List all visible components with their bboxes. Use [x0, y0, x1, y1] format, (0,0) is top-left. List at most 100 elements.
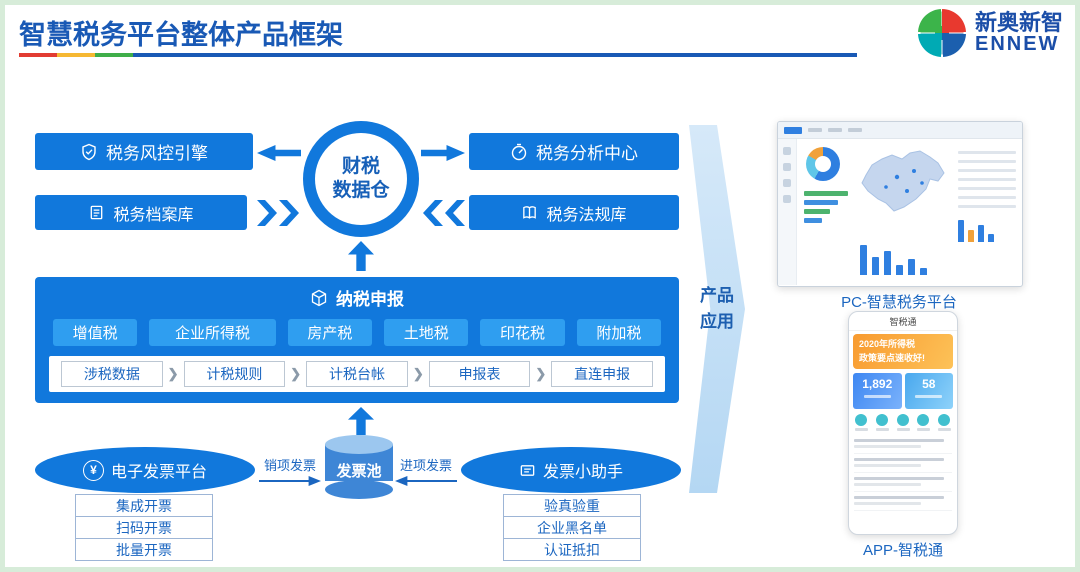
cube-icon — [311, 289, 327, 306]
pc-horizontal-bars — [804, 191, 848, 227]
application-label-line1: 产品 — [700, 286, 734, 305]
feature-blacklist: 企业黑名单 — [503, 516, 641, 539]
tax-types-row: 增值税 企业所得税 房产税 土地税 印花税 附加税 — [53, 319, 662, 346]
app-quick-actions — [855, 412, 951, 433]
app-action-icon — [855, 414, 868, 431]
book-icon — [523, 206, 537, 219]
arrow-up-to-warehouse — [348, 241, 374, 271]
tax-declaration-panel: 纳税申报 增值税 企业所得税 房产税 土地税 印花税 附加税 涉税数据 ❯ 计税… — [35, 277, 679, 403]
pc-donut-chart — [806, 147, 840, 181]
assistant-feature-list: 验真验重 企业黑名单 认证抵扣 — [503, 494, 641, 561]
china-map-graphic — [852, 147, 952, 221]
app-phone-screenshot: 智税通 2020年所得税 政策要点速收好! 1,892 58 — [848, 311, 958, 535]
flow-arrow-icon: ❯ — [535, 366, 547, 381]
arrow-inbound-to-pool — [395, 475, 457, 487]
shield-icon — [82, 143, 96, 160]
flow-arrow-icon: ❯ — [167, 366, 179, 381]
underline-green-segment — [95, 53, 133, 57]
logo-brand: ENNEW — [974, 33, 1060, 56]
chevron-left-icon — [423, 200, 443, 226]
pc-menu-placeholder — [808, 128, 822, 132]
tax-item-surcharge: 附加税 — [576, 319, 662, 346]
app-action-icon — [917, 414, 931, 431]
tax-item-corporate-income: 企业所得税 — [149, 319, 276, 346]
app-list-item — [854, 473, 952, 492]
pc-detail-panel — [958, 145, 1016, 242]
app-stat-label-placeholder — [863, 395, 891, 398]
data-warehouse-circle: 财税 数据仓 — [303, 121, 419, 237]
app-action-icon — [896, 414, 910, 431]
app-caption: APP-智税通 — [862, 542, 943, 559]
declaration-flow: 涉税数据 ❯ 计税规则 ❯ 计税台帐 ❯ 申报表 ❯ 直连申报 — [49, 356, 665, 392]
data-warehouse-line2: 数据仓 — [332, 180, 390, 201]
archive-library-label: 税务档案库 — [113, 206, 194, 224]
tax-declaration-title: 纳税申报 — [336, 290, 404, 309]
pc-menu-placeholder — [828, 128, 842, 132]
pc-caption: PC-智慧税务平台 — [841, 294, 957, 311]
gauge-icon — [511, 143, 527, 160]
cylinder-bottom — [325, 480, 393, 499]
chevron-right-icon — [257, 200, 277, 226]
feature-batch-invoicing: 批量开票 — [75, 538, 213, 561]
outbound-invoice-label: 销项发票 — [263, 458, 316, 473]
regulations-library-label: 税务法规库 — [546, 206, 627, 224]
feature-deduction: 认证抵扣 — [503, 538, 641, 561]
tax-item-land: 土地税 — [384, 319, 469, 346]
analysis-center-label: 税务分析中心 — [536, 144, 638, 163]
platform-feature-list: 集成开票 扫码开票 批量开票 — [75, 494, 213, 561]
app-stat-value-1: 1,892 — [862, 377, 893, 391]
e-invoice-platform-label: 电子发票平台 — [110, 464, 207, 481]
pc-logo-placeholder — [784, 126, 802, 134]
flow-step-ledger: 计税台帐 — [306, 361, 408, 387]
pc-sidebar — [778, 139, 797, 285]
pc-bar-chart — [860, 235, 927, 275]
regulations-library-box: 税务法规库 — [469, 195, 679, 230]
pc-menu-placeholder — [848, 128, 862, 132]
app-stat-card-1: 1,892 — [853, 373, 902, 409]
app-stat-value-2: 58 — [922, 377, 936, 391]
invoice-assistant-ellipse: 发票小助手 — [461, 447, 681, 493]
feature-integrated-invoicing: 集成开票 — [75, 494, 213, 517]
app-news-list — [854, 435, 952, 511]
pc-mini-bar-chart — [958, 216, 1016, 242]
pc-dashboard-body — [778, 139, 1022, 285]
app-banner-line2: 政策要点速收好! — [859, 352, 925, 363]
data-warehouse-line1: 财税 — [341, 156, 380, 178]
app-header-title: 智税通 — [849, 312, 957, 331]
arrow-to-risk-engine — [257, 145, 301, 161]
app-list-item — [854, 492, 952, 511]
flow-step-direct-filing: 直连申报 — [551, 361, 653, 387]
chevron-right-icon — [279, 200, 299, 226]
risk-engine-bar: 税务风控引擎 — [35, 133, 253, 170]
app-stat-cards: 1,892 58 — [853, 373, 953, 409]
flow-arrow-icon: ❯ — [290, 366, 302, 381]
analysis-center-bar: 税务分析中心 — [469, 133, 679, 170]
app-list-item — [854, 454, 952, 473]
underline-red-segment — [19, 53, 57, 57]
product-application-label: 产品 应用 — [689, 283, 745, 336]
underline-yellow-segment — [57, 53, 95, 57]
archive-library-box: 税务档案库 — [35, 195, 247, 230]
app-list-item — [854, 435, 952, 454]
tax-item-property: 房产税 — [287, 319, 373, 346]
title-underline — [19, 53, 857, 57]
arrow-outbound-to-pool — [259, 475, 321, 487]
invoice-pool-label: 发票池 — [336, 463, 382, 480]
invoice-pool-cylinder: 发票池 — [325, 435, 393, 499]
e-invoice-platform-ellipse: ¥ 电子发票平台 — [35, 447, 255, 493]
app-banner-line1: 2020年所得税 — [859, 339, 916, 349]
app-stat-label-placeholder — [915, 395, 943, 398]
yen-circle-icon: ¥ — [82, 459, 104, 481]
application-label-line2: 应用 — [700, 312, 734, 332]
risk-engine-label: 税务风控引擎 — [106, 144, 208, 163]
logo-text: 新奥新智 ENNEW — [975, 11, 1063, 55]
page-title: 智慧税务平台整体产品框架 — [19, 20, 343, 50]
tax-item-vat: 增值税 — [53, 319, 138, 346]
app-banner: 2020年所得税 政策要点速收好! — [853, 334, 953, 369]
underline-blue-segment — [133, 53, 857, 57]
chevron-left-icon — [445, 200, 465, 226]
data-warehouse-label: 财税 数据仓 — [315, 133, 407, 225]
flow-step-data: 涉税数据 — [61, 361, 163, 387]
pc-topbar — [778, 122, 1022, 139]
